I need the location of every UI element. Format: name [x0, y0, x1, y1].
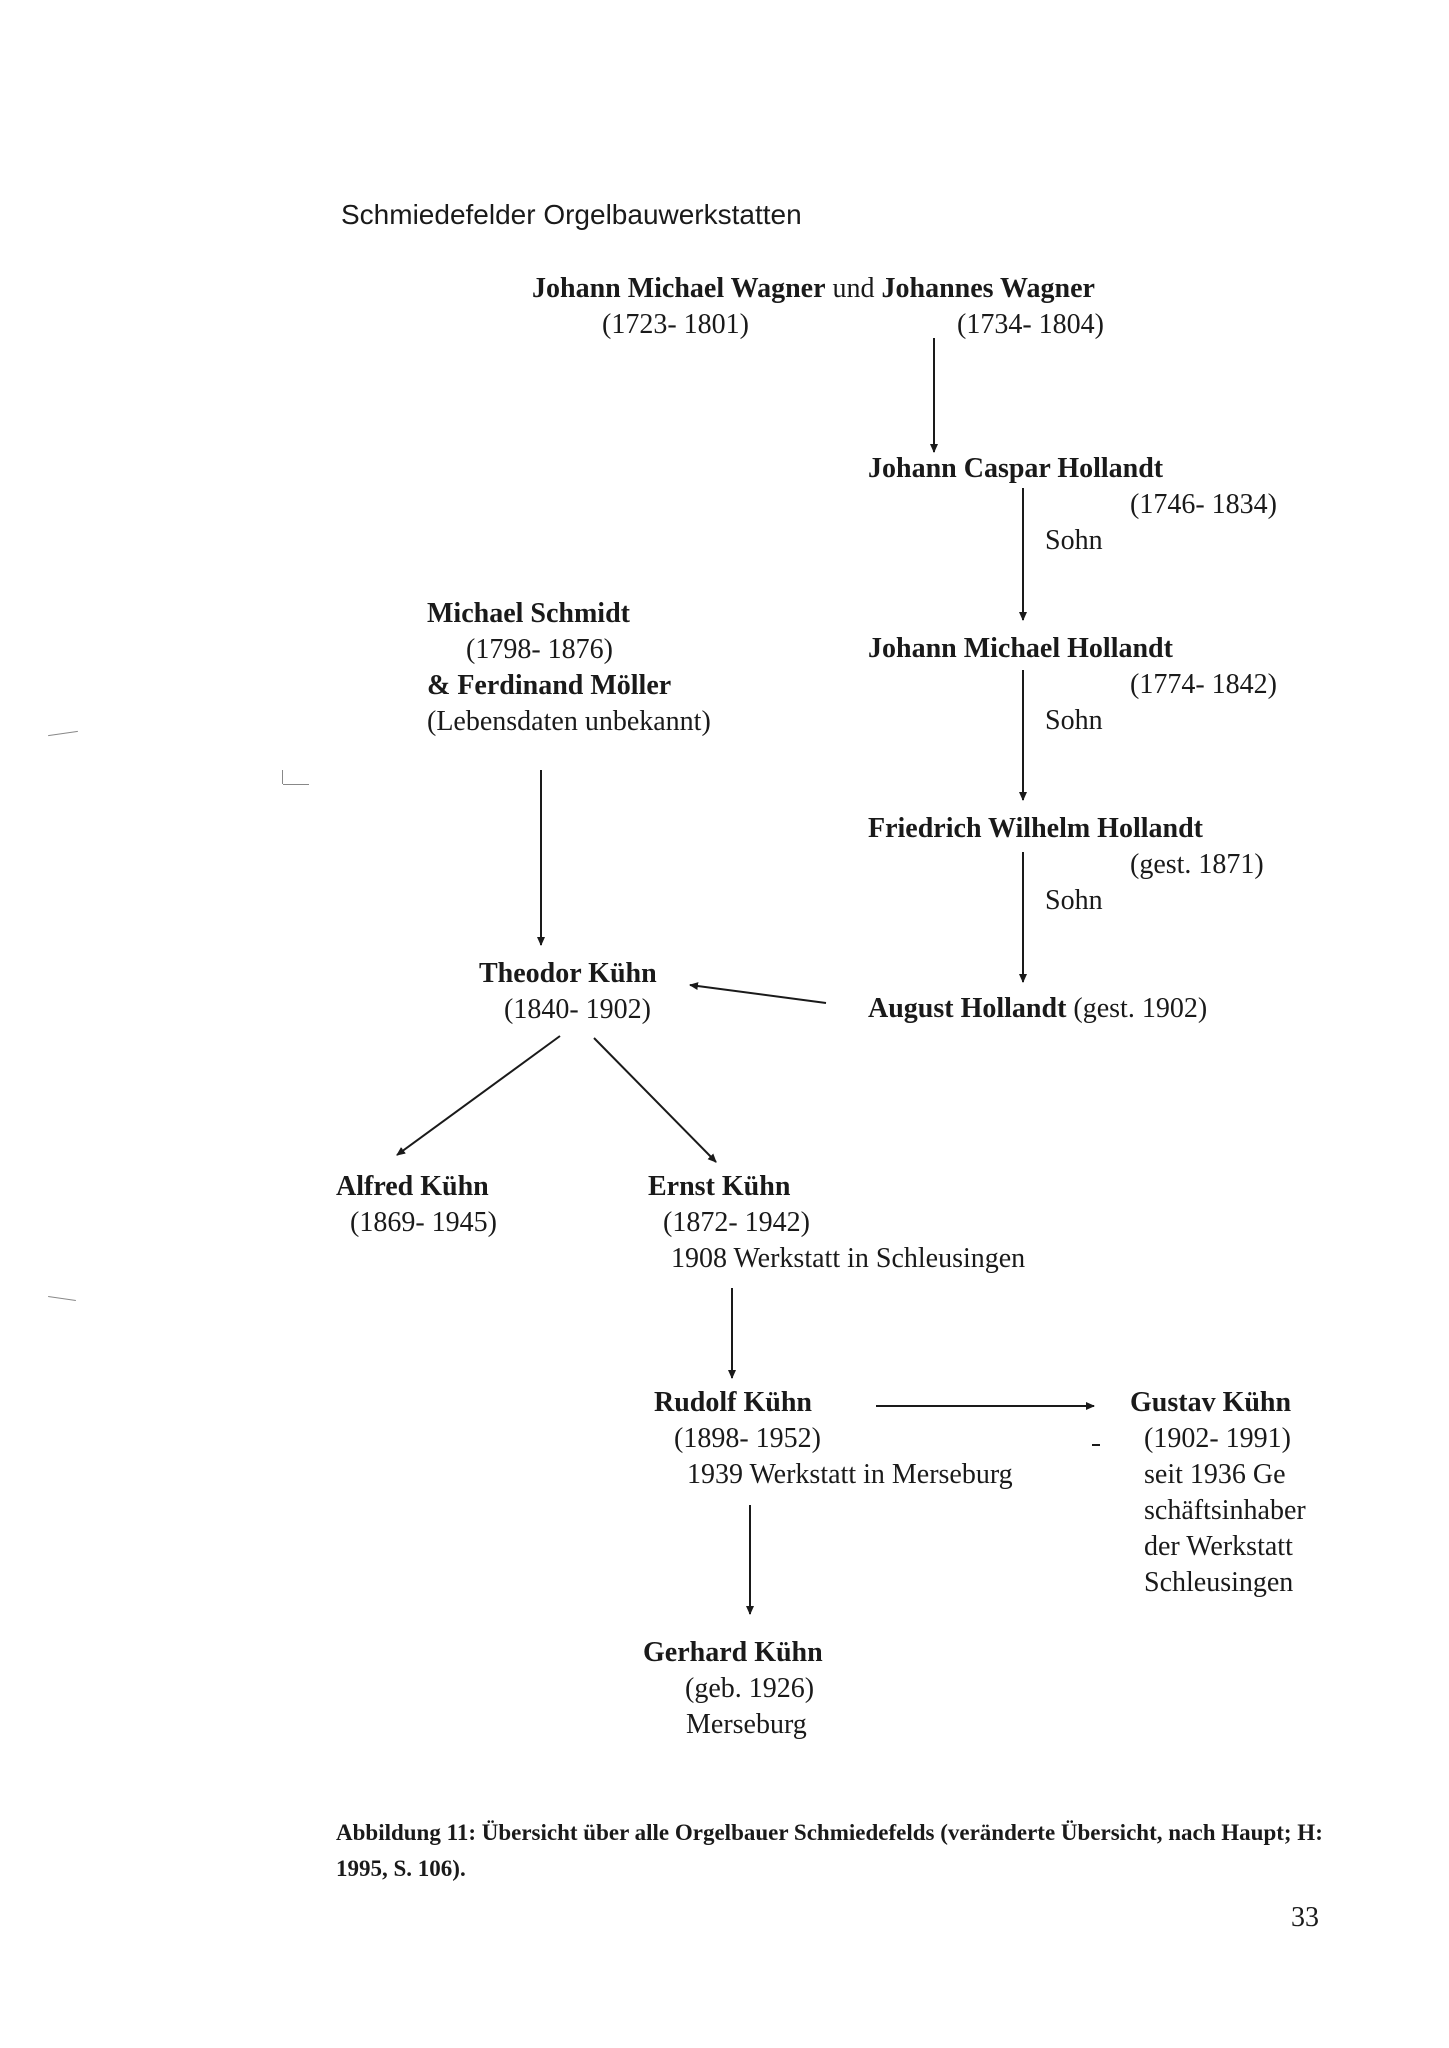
wagner-name-2: Johannes Wagner [881, 273, 1095, 304]
wagner-dates-2: (1734- 1804) [957, 309, 1104, 340]
moeller-dates: (Lebensdaten unbekannt) [427, 706, 711, 737]
ernst-name: Ernst Kühn [648, 1171, 791, 1202]
node-august: August Hollandt (gest. 1902) [868, 992, 1207, 1026]
wagner-name-1: Johann Michael Wagner [532, 273, 826, 304]
moeller-name: & Ferdinand Möller [427, 670, 672, 701]
page-heading: Schmiedefelder Orgelbauwerkstatten [341, 199, 802, 230]
ernst-dates: (1872- 1942) [663, 1207, 810, 1238]
wagner-dates-1: (1723- 1801) [602, 309, 749, 340]
ernst-note: 1908 Werkstatt in Schleusingen [671, 1243, 1026, 1274]
gerhard-place: Merseburg [686, 1709, 807, 1740]
margin-mark [282, 770, 283, 784]
caspar-relation: Sohn [1045, 525, 1103, 556]
caspar-dates: (1746- 1834) [1130, 489, 1277, 520]
alfred-name: Alfred Kühn [336, 1171, 489, 1202]
friedrich-dates: (gest. 1871) [1130, 849, 1264, 880]
wagner-connector: und [832, 273, 875, 304]
gerhard-dates: (geb. 1926) [685, 1673, 815, 1704]
alfred-dates: (1869- 1945) [350, 1207, 497, 1238]
gustav-note-line: der Werkstatt [1144, 1531, 1293, 1562]
page-number: 33 [1291, 1902, 1319, 1933]
caspar-name: Johann Caspar Hollandt [868, 453, 1164, 484]
august-dates: (gest. 1902) [1073, 993, 1208, 1024]
rudolf-name: Rudolf Kühn [654, 1387, 812, 1418]
theodor-dates: (1840- 1902) [504, 994, 651, 1025]
schmidt-dates: (1798- 1876) [466, 634, 613, 665]
gustav-note-line: seit 1936 Ge [1144, 1459, 1286, 1490]
rudolf-dates: (1898- 1952) [674, 1423, 821, 1454]
arrow-theodor-to-ernst [593, 1037, 717, 1163]
arrow-august-to-theodor [689, 982, 827, 1004]
gustav-note-line: schäftsinhaber [1144, 1495, 1306, 1526]
jmhollandt-dates: (1774- 1842) [1130, 669, 1277, 700]
theodor-name: Theodor Kühn [479, 958, 657, 989]
jmhollandt-name: Johann Michael Hollandt [868, 633, 1173, 664]
schmidt-name: Michael Schmidt [427, 598, 630, 629]
arrow-theodor-to-alfred [396, 1035, 561, 1156]
margin-mark [283, 784, 309, 785]
rudolf-note: 1939 Werkstatt in Merseburg [687, 1459, 1013, 1490]
august-name: August Hollandt [868, 993, 1067, 1024]
gustav-note-line: Schleusingen [1144, 1567, 1294, 1598]
friedrich-name: Friedrich Wilhelm Hollandt [868, 813, 1203, 844]
node-wagner: Johann Michael Wagner und Johannes Wagne… [532, 272, 1095, 306]
gerhard-name: Gerhard Kühn [643, 1637, 823, 1668]
friedrich-relation: Sohn [1045, 885, 1103, 916]
gustav-name: Gustav Kühn [1130, 1387, 1292, 1418]
gustav-dates: (1902- 1991) [1144, 1423, 1291, 1454]
jmhollandt-relation: Sohn [1045, 705, 1103, 736]
figure-caption: Abbildung 11: Übersicht über alle Orgelb… [336, 1820, 1323, 1881]
